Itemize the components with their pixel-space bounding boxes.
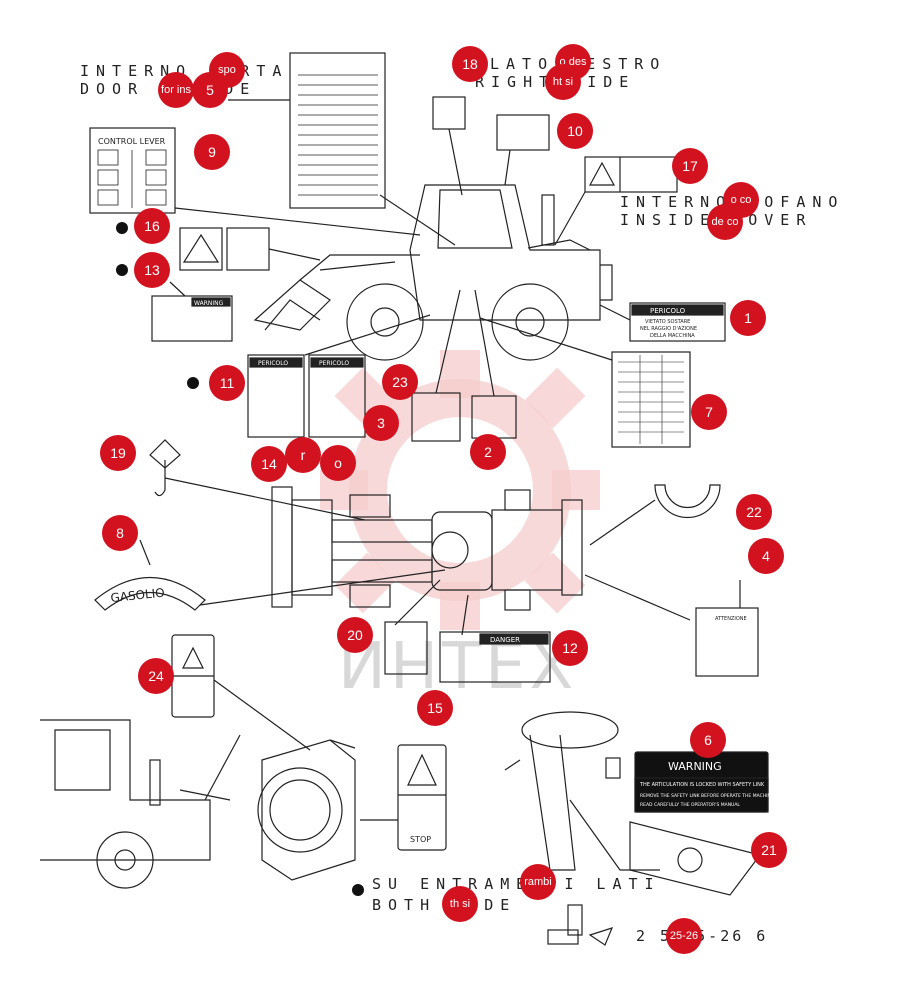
callout-15: 15 [417,690,453,726]
articulation-text: THE ARTICULATION IS LOCKED WITH SAFETY L… [639,782,765,788]
bullet-13 [116,264,128,276]
callout-3: 3 [363,405,399,441]
raggio-azione-text: NEL RAGGIO D'AZIONE [640,326,697,332]
callout-overlay-th-si: th si [442,886,478,922]
callout-24: 24 [138,658,174,694]
caption-hood-it: INTERNO COFANO [620,193,845,211]
callout-7: 7 [691,394,727,430]
pericolo-11b-text: PERICOLO [319,360,349,367]
callout-overlay-de-co: de co [707,204,743,240]
callout-12: 12 [552,630,588,666]
attenzione-text: ATTENZIONE [715,616,747,622]
callout-6: 6 [690,722,726,758]
callout-overlay-rambi: rambi [520,864,556,900]
caption-right-en: RIGHT SIDE [475,73,636,91]
callout-13: 13 [134,252,170,288]
callout-21: 21 [751,832,787,868]
della-macchina-text: DELLA MACCHINA [650,333,695,339]
gasolio-text: GASOLIO [110,586,165,606]
loader-top-view [271,486,583,611]
bullet-both-sides [352,884,364,896]
radiator-drawing [257,739,356,881]
part-number: 2 5 25-26 6 [636,927,769,945]
callout-11: 11 [209,365,245,401]
warning-6-text: WARNING [668,760,722,773]
warning-13-text: WARNING [194,300,224,307]
callout-22: 22 [736,494,772,530]
bullet-16 [116,222,128,234]
caption-both-it: SU ENTRAMBI I LATI [372,875,661,893]
callout-10: 10 [557,113,593,149]
caption-hood-en: INSIDE COVER [620,211,813,229]
loader-side-view [253,184,613,361]
steering-column [504,711,660,871]
callout-overlay-o: o [320,445,356,481]
callout-overlay-r: r [285,437,321,473]
callout-16: 16 [134,208,170,244]
callout-1: 1 [730,300,766,336]
callout-2: 2 [470,434,506,470]
callout-4: 4 [748,538,784,574]
decal-1-pericolo [629,302,726,342]
pericolo-11a-text: PERICOLO [258,360,288,367]
callout-20: 20 [337,617,373,653]
decal-8-gasolio [94,576,206,611]
callout-overlay-spo: spo [209,52,245,88]
callout-23: 23 [382,364,418,400]
callout-19: 19 [100,435,136,471]
read-manual-text: READ CAREFULLY THE OPERATOR'S MANUAL [640,802,740,808]
decal-9-control-lever [89,127,176,214]
control-lever-text: CONTROL LEVER [98,137,166,146]
callout-overlay-for-ins: for ins [158,72,194,108]
decal-13-warning [151,295,233,342]
pericolo-1-text: PERICOLO [650,307,686,315]
stop-text: STOP [410,835,431,844]
callout-overlay-25-26: 25-26 [666,918,702,954]
callout-17: 17 [672,148,708,184]
callout-9: 9 [194,134,230,170]
callout-18: 18 [452,46,488,82]
bullet-11 [187,377,199,389]
caption-right-it: LATO DESTRO [490,55,667,73]
vietato-sostare-text: VIETATO SOSTARE [645,319,690,325]
decal-7-chart [611,351,691,448]
remove-link-text: REMOVE THE SAFETY LINK BEFORE OPERATE TH… [640,793,774,799]
callout-14: 14 [251,446,287,482]
callout-overlay-ht-si: ht si [545,64,581,100]
loader-rear-view [40,719,241,889]
danger-text: DANGER [490,636,520,644]
callout-8: 8 [102,515,138,551]
decal-5-instruction-sheet [289,52,386,209]
